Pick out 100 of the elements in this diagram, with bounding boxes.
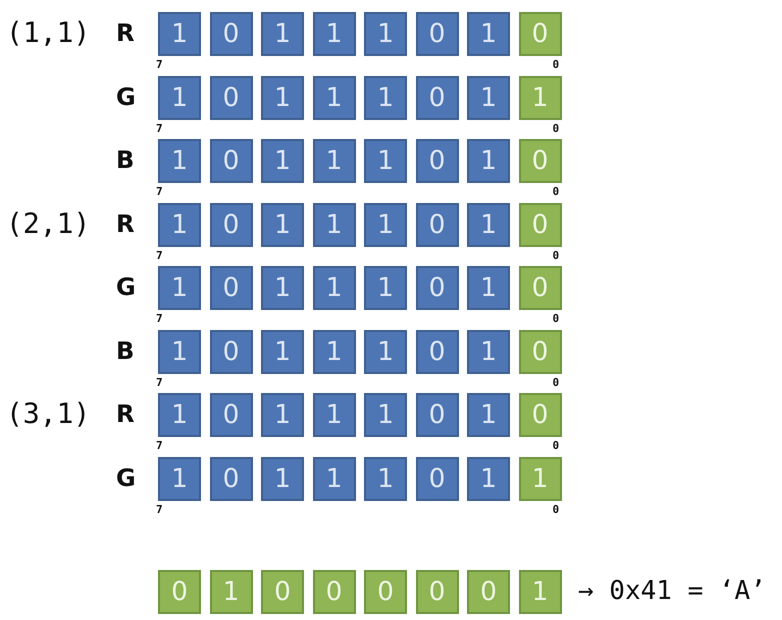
- bit-cell: 1: [467, 76, 510, 120]
- bit-index: 7: [156, 248, 163, 262]
- bit-cell: 0: [312, 570, 356, 614]
- bit-cell: 1: [312, 76, 356, 120]
- bit-cell: 0: [210, 393, 252, 437]
- bit-cell: 1: [261, 330, 304, 374]
- channel-label: G: [116, 464, 136, 492]
- bit-cell: 1: [312, 139, 356, 183]
- bit-cell: 1: [364, 456, 407, 500]
- bit-index: 0: [552, 58, 560, 71]
- bit-cell: 1: [364, 76, 407, 120]
- bit-cell: 1: [518, 76, 562, 120]
- bit-cell: 0: [210, 76, 252, 120]
- bit-cell: 1: [364, 202, 407, 246]
- bit-index: 7: [156, 185, 163, 198]
- bit-cell: 0: [518, 330, 562, 374]
- bit-cell: 0: [416, 202, 458, 246]
- bit-cell: 1: [467, 139, 510, 183]
- bit-cell: 0: [518, 202, 562, 246]
- bit-cell: 1: [467, 12, 510, 56]
- bit-index: 0: [552, 502, 560, 516]
- bit-cell: 0: [210, 456, 252, 500]
- bit-cell: 0: [210, 266, 252, 310]
- bit-index: 0: [552, 439, 560, 452]
- bit-cell: 0: [518, 266, 562, 310]
- bit-cell: 1: [261, 12, 304, 56]
- bit-index: 0: [552, 376, 560, 388]
- bit-cell: 1: [467, 393, 510, 437]
- bit-cell: 0: [158, 570, 201, 614]
- bit-cell: 1: [261, 393, 304, 437]
- bit-index: 0: [552, 312, 560, 325]
- bit-cell: 1: [312, 393, 356, 437]
- bit-cell: 1: [261, 202, 304, 246]
- result-text: → 0x41 = ‘A’: [578, 576, 766, 606]
- bit-cell: 0: [416, 266, 458, 310]
- bit-cell: 1: [158, 456, 201, 500]
- bit-index: 7: [156, 58, 163, 71]
- bit-cell: 1: [261, 139, 304, 183]
- bit-cell: 0: [210, 12, 252, 56]
- bit-cell: 1: [312, 330, 356, 374]
- bit-index: 7: [156, 502, 163, 516]
- bit-cell: 0: [518, 393, 562, 437]
- bit-cell: 1: [210, 570, 252, 614]
- bit-cell: 1: [364, 139, 407, 183]
- pixel-coordinate: (2,1): [6, 206, 90, 240]
- bit-cell: 1: [467, 330, 510, 374]
- bit-index: 0: [552, 122, 560, 134]
- bit-cell: 0: [210, 330, 252, 374]
- bit-cell: 0: [210, 202, 252, 246]
- bit-cell: 1: [518, 570, 562, 614]
- bit-index: 7: [156, 312, 163, 325]
- bit-cell: 0: [210, 139, 252, 183]
- channel-label: R: [116, 400, 134, 428]
- bit-cell: 0: [518, 12, 562, 56]
- bit-cell: 0: [416, 139, 458, 183]
- pixel-coordinate: (3,1): [6, 397, 90, 430]
- bit-index: 7: [156, 439, 163, 452]
- bit-cell: 1: [312, 266, 356, 310]
- bit-cell: 1: [158, 330, 201, 374]
- bit-cell: 1: [312, 456, 356, 500]
- bit-cell: 1: [467, 456, 510, 500]
- bit-cell: 0: [416, 330, 458, 374]
- bit-index: 7: [156, 376, 163, 388]
- channel-label: B: [116, 336, 134, 364]
- bit-index: 0: [552, 185, 560, 198]
- bit-cell: 0: [416, 570, 458, 614]
- bit-cell: 0: [416, 393, 458, 437]
- bit-cell: 1: [158, 266, 201, 310]
- channel-label: G: [116, 273, 136, 301]
- bit-cell: 1: [158, 139, 201, 183]
- bit-cell: 1: [261, 266, 304, 310]
- bit-cell: 1: [364, 330, 407, 374]
- channel-label: R: [116, 210, 134, 238]
- bit-index: 0: [552, 248, 560, 262]
- bit-index: 7: [156, 122, 163, 134]
- bit-cell: 1: [261, 456, 304, 500]
- bit-cell: 1: [312, 202, 356, 246]
- bit-cell: 0: [261, 570, 304, 614]
- channel-label: B: [116, 146, 134, 174]
- bit-cell: 1: [364, 266, 407, 310]
- bit-cell: 0: [467, 570, 510, 614]
- bit-cell: 0: [518, 139, 562, 183]
- bit-cell: 1: [158, 76, 201, 120]
- bit-cell: 1: [312, 12, 356, 56]
- bit-cell: 1: [467, 266, 510, 310]
- bit-cell: 1: [158, 202, 201, 246]
- bit-cell: 0: [416, 76, 458, 120]
- bit-cell: 0: [416, 456, 458, 500]
- bit-cell: 0: [364, 570, 407, 614]
- bit-cell: 1: [364, 12, 407, 56]
- bit-cell: 0: [416, 12, 458, 56]
- pixel-coordinate: (1,1): [6, 16, 90, 49]
- channel-label: R: [116, 19, 134, 47]
- bit-cell: 1: [158, 12, 201, 56]
- bit-cell: 1: [158, 393, 201, 437]
- channel-label: G: [116, 82, 136, 110]
- bit-cell: 1: [518, 456, 562, 500]
- bit-cell: 1: [467, 202, 510, 246]
- bit-cell: 1: [261, 76, 304, 120]
- bit-cell: 1: [364, 393, 407, 437]
